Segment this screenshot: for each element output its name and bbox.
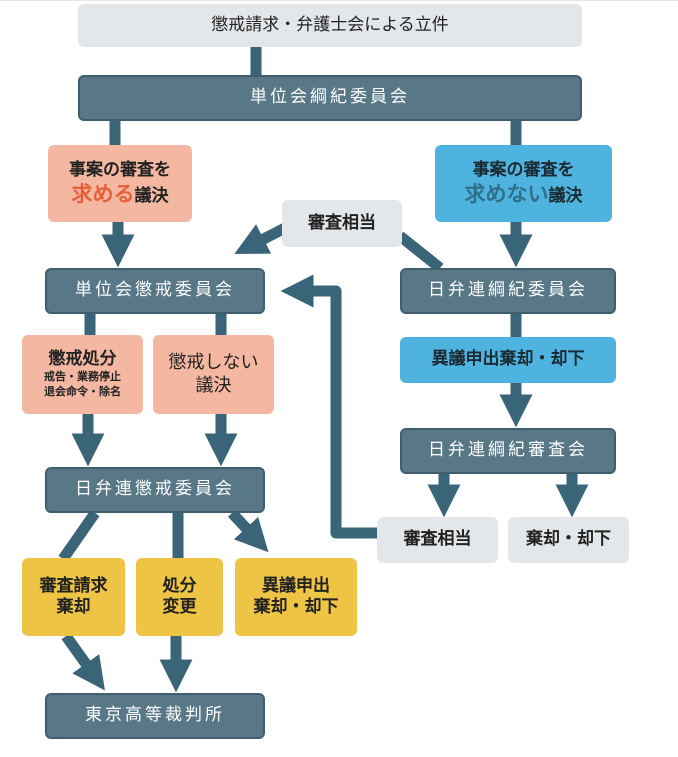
- dismissed-bottom-label: 棄却・却下: [526, 529, 611, 550]
- top-divider: [0, 0, 678, 4]
- objection-dismissed-yellow-line2: 棄却・却下: [253, 597, 339, 617]
- start-label: 懲戒請求・弁護士会による立件: [211, 14, 449, 35]
- request-review-emphasis: 求める: [71, 182, 135, 206]
- objection-dismissed-blue: 異議申出棄却・却下: [400, 337, 616, 383]
- jfba-discipline-review-committee: 日弁連綱紀委員会: [400, 268, 616, 314]
- objection-dismissed-blue-label: 異議申出棄却・却下: [431, 349, 585, 370]
- tokyo-high-court-label: 東京高等裁判所: [85, 705, 225, 726]
- review-request-dismissed-line2: 棄却: [56, 597, 91, 617]
- no-request-review-suffix: 議決: [548, 186, 583, 206]
- no-request-review-line1: 事案の審査を: [472, 159, 575, 180]
- disciplinary-action: 懲戒処分 戒告・業務停止 退会命令・除名: [22, 335, 143, 414]
- arrow-jfba-disciplinary-to-objection: [227, 509, 269, 553]
- arrow-loop-appropriate-to-local-disciplinary: [280, 274, 378, 539]
- arrow-review-dismissed-to-court: [61, 632, 105, 691]
- review-appropriate-bottom-label: 審査相当: [403, 529, 472, 550]
- no-discipline-line2: 議決: [195, 374, 232, 396]
- local-discipline-review-label: 単位会綱紀委員会: [250, 87, 410, 108]
- dismissed-bottom: 棄却・却下: [508, 517, 629, 563]
- arrow-appropriate-to-local-disciplinary: [234, 223, 288, 255]
- no-request-review-decision: 事案の審査を 求めない議決: [435, 145, 612, 222]
- review-appropriate-top: 審査相当: [282, 200, 402, 247]
- connector-jfba-disciplinary-to-review-dismissed: [58, 509, 100, 563]
- tokyo-high-court: 東京高等裁判所: [45, 693, 265, 739]
- jfba-discipline-examination-board: 日弁連綱紀審査会: [400, 428, 616, 474]
- disciplinary-action-detail2: 退会命令・除名: [44, 385, 121, 399]
- request-review-decision: 事案の審査を 求める議決: [48, 145, 192, 222]
- connector-jfba-review-to-appropriate: [396, 231, 444, 273]
- local-disciplinary-committee: 単位会懲戒委員会: [45, 268, 265, 314]
- objection-dismissed-yellow: 異議申出 棄却・却下: [235, 558, 357, 636]
- local-disciplinary-label: 単位会懲戒委員会: [75, 280, 235, 301]
- jfba-disciplinary-committee: 日弁連懲戒委員会: [45, 467, 265, 513]
- no-discipline-line1: 懲戒しない: [168, 352, 259, 373]
- request-review-line1: 事案の審査を: [69, 159, 171, 180]
- no-discipline-decision: 懲戒しない 議決: [153, 335, 274, 414]
- jfba-disciplinary-label: 日弁連懲戒委員会: [75, 479, 235, 500]
- disposition-changed-line1: 処分: [162, 575, 197, 596]
- jfba-discipline-review-label: 日弁連綱紀委員会: [428, 280, 588, 301]
- start-node: 懲戒請求・弁護士会による立件: [78, 4, 582, 47]
- disciplinary-action-detail1: 戒告・業務停止: [44, 370, 121, 384]
- disposition-changed-line2: 変更: [162, 597, 197, 617]
- disciplinary-action-title: 懲戒処分: [48, 349, 117, 370]
- review-request-dismissed: 審査請求 棄却: [22, 558, 125, 636]
- review-request-dismissed-line1: 審査請求: [39, 575, 108, 596]
- no-request-review-emphasis: 求めない: [464, 182, 549, 206]
- review-appropriate-bottom: 審査相当: [377, 517, 498, 563]
- review-appropriate-top-label: 審査相当: [308, 212, 376, 233]
- objection-dismissed-yellow-line1: 異議申出: [262, 575, 330, 596]
- local-discipline-review-committee: 単位会綱紀委員会: [78, 75, 582, 121]
- request-review-suffix: 議決: [134, 186, 169, 206]
- jfba-discipline-examination-label: 日弁連綱紀審査会: [428, 440, 588, 461]
- disposition-changed: 処分 変更: [136, 558, 223, 636]
